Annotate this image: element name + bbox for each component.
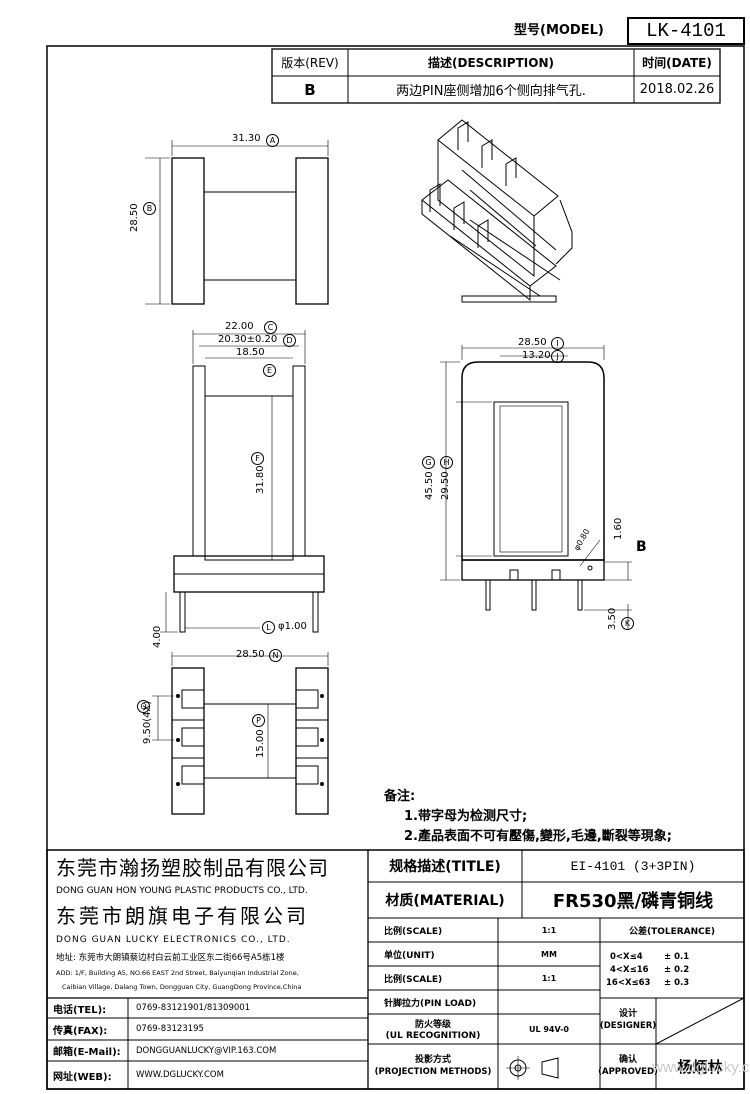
tol-value-1: ± 0.1 (664, 952, 690, 962)
dim-front-w2: 20.30±0.20 (218, 334, 278, 345)
dim-top-width: 31.30 (232, 133, 261, 144)
ul-label-en: (UL RECOGNITION) (385, 1031, 481, 1041)
dim-side-w2: 13.20 (522, 350, 551, 361)
rev-value: B (304, 80, 316, 99)
contact-label-fax: 传真(FAX): (53, 1025, 108, 1037)
company-cn-2: 东莞市朗旗电子有限公司 (56, 904, 309, 928)
date-header: 时间(DATE) (642, 56, 712, 70)
balloon-e: E (263, 364, 276, 377)
model-value: LK-4101 (646, 20, 726, 42)
balloon-l: L (262, 621, 275, 634)
scale2-label: 比例(SCALE) (384, 974, 443, 985)
contact-label-email: 邮箱(E-Mail): (53, 1047, 121, 1058)
contact-value-fax: 0769-83123195 (136, 1024, 204, 1034)
rev-header: 版本(REV) (281, 56, 339, 70)
balloon-o: O (137, 700, 150, 713)
dim-bottom-w: 28.50 (236, 649, 265, 660)
balloon-a: A (266, 134, 279, 147)
dim-bottom-h: 15.00 (255, 729, 266, 758)
tol-range-2: 4<X≤16 (610, 965, 649, 975)
unit-label: 单位(UNIT) (384, 950, 435, 961)
balloon-d: D (283, 334, 296, 347)
tol-value-2: ± 0.2 (664, 965, 690, 975)
side-b-label: B (636, 539, 647, 555)
model-label: 型号(MODEL) (514, 23, 604, 38)
projection-label: 投影方式 (PROJECTION METHODS) (368, 1044, 498, 1089)
balloon-p: P (252, 714, 265, 727)
ul-label-cn: 防火等级 (414, 1019, 451, 1030)
contact-value-tel: 0769-83121901/81309001 (136, 1003, 251, 1013)
unit-value: MM (541, 949, 557, 959)
balloon-b-top: B (143, 202, 156, 215)
scale2-value: 1:1 (541, 973, 557, 983)
balloon-c: C (264, 321, 277, 334)
dim-side-w1: 28.50 (518, 337, 547, 348)
notes-title: 备注: (384, 789, 416, 804)
dim-pin-dia: φ1.00 (278, 621, 307, 632)
dim-front-w1: 22.00 (225, 321, 254, 332)
tol-value-3: ± 0.3 (664, 978, 690, 988)
desc-header: 描述(DESCRIPTION) (428, 56, 554, 70)
tol-range-1: 0<X≤4 (610, 952, 643, 962)
scale-value: 1:1 (541, 925, 557, 935)
tolerance-label: 公差(TOLERANCE) (628, 926, 716, 937)
company-addr-cn: 地址: 东莞市大朗镇蔡边村白云前工业区东二街66号A5栋1楼 (56, 953, 285, 963)
pin-load-label: 针脚拉力(PIN LOAD) (384, 998, 477, 1009)
desc-value: 两边PIN座侧增加6个侧向排气孔. (396, 84, 586, 99)
scale-label: 比例(SCALE) (384, 926, 443, 937)
ul-value: UL 94V-0 (528, 1024, 569, 1034)
balloon-h: H (440, 456, 453, 469)
contact-label-tel: 电话(TEL): (53, 1004, 107, 1016)
balloon-k: K (621, 617, 634, 630)
approver-name: 杨炳林 (677, 1058, 723, 1076)
projection-label-en: (PROJECTION METHODS) (374, 1067, 492, 1077)
date-value: 2018.02.26 (639, 82, 715, 97)
designer-label-en: (DESIGNER) (599, 1021, 657, 1031)
dim-front-h: 31.80 (255, 465, 266, 494)
company-addr-en2: Caibian Village, Dalang Town, Dongguan C… (62, 983, 302, 991)
company-addr-en1: ADD: 1/F, Building A5, NO.66 EAST 2nd St… (56, 969, 299, 977)
material-value: FR530黑/磷青铜线 (552, 891, 714, 912)
designer-label-cn: 设计 (618, 1008, 637, 1019)
title-label: 规格描述(TITLE) (389, 859, 501, 875)
balloon-f: F (251, 452, 264, 465)
note-2: 2.產品表面不可有壓傷,變形,毛邊,斷裂等現象; (404, 829, 672, 844)
balloon-n: N (269, 649, 282, 662)
dim-side-pin: 3.50 (607, 607, 618, 630)
balloon-j: J (551, 350, 564, 363)
dim-side-h2: 29.50 (440, 471, 451, 500)
contact-value-email[interactable]: DONGGUANLUCKY@VIP.163.COM (136, 1045, 277, 1056)
watermark: www.dglucky.com (652, 1059, 750, 1076)
dim-bottom-pitch: 9.50(4X) (142, 700, 153, 744)
projection-label-cn: 投影方式 (414, 1054, 451, 1065)
dim-side-gap: 1.60 (613, 517, 624, 540)
company-cn-1: 东莞市瀚扬塑胶制品有限公司 (56, 856, 329, 880)
note-1: 1.带字母为检测尺寸; (404, 809, 528, 824)
tol-range-3: 16<X≤63 (606, 978, 651, 988)
balloon-i: I (551, 337, 564, 350)
ul-label: 防火等级 (UL RECOGNITION) (368, 1014, 498, 1044)
company-en-1: DONG GUAN HON YOUNG PLASTIC PRODUCTS CO.… (56, 886, 308, 896)
contact-value-web[interactable]: WWW.DGLUCKY.COM (136, 1070, 224, 1080)
approved-label-cn: 确认 (618, 1054, 637, 1065)
dim-pin-len: 4.00 (152, 625, 163, 648)
title-value: EI-4101 (3+3PIN) (570, 858, 696, 874)
dim-front-w3: 18.50 (236, 347, 265, 358)
dim-top-height: 28.50 (129, 203, 140, 232)
contact-label-web: 网址(WEB): (53, 1071, 112, 1083)
dim-side-h1: 45.50 (424, 471, 435, 500)
material-label: 材质(MATERIAL) (385, 893, 505, 909)
approved-label-en: (APPROVED) (598, 1067, 658, 1077)
balloon-g: G (422, 456, 435, 469)
company-en-2: DONG GUAN LUCKY ELECTRONICS CO., LTD. (56, 935, 291, 945)
